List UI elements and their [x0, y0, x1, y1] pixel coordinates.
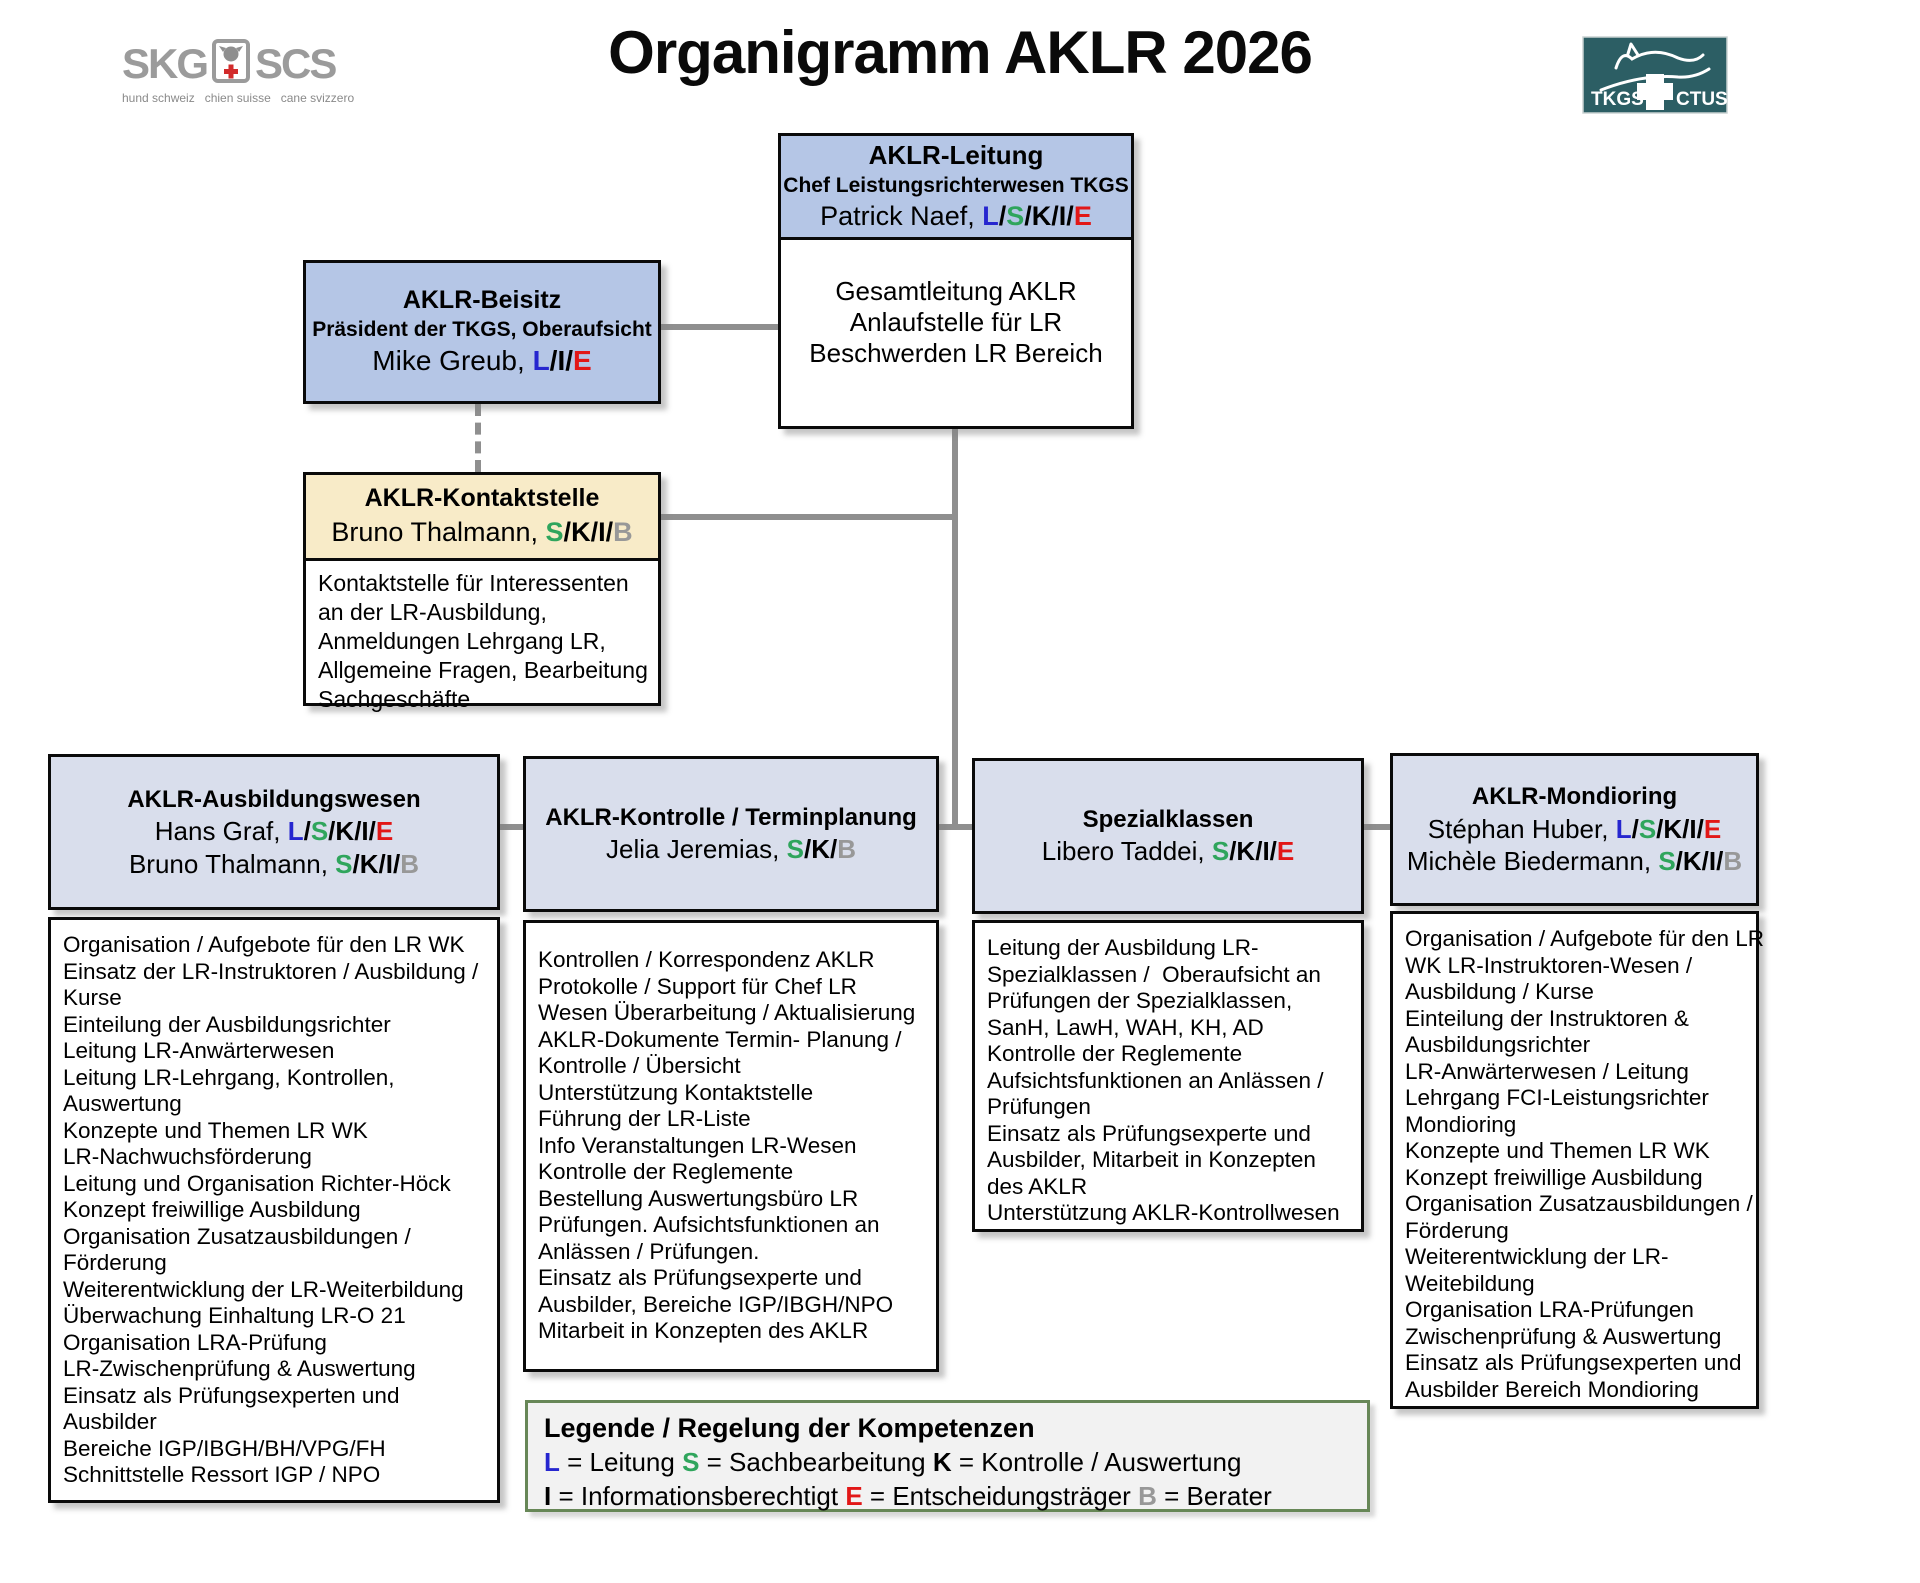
spezialklassen-person-line: Libero Taddei, S/K/I/E: [1041, 836, 1295, 867]
tkgs-logo-left-text: TKGS: [1591, 89, 1644, 110]
ausbildungswesen-title: AKLR-Ausbildungswesen: [127, 785, 421, 813]
connector-box1-box2: [499, 824, 524, 830]
connector-beisitz-kontaktstelle-dashed: [475, 404, 481, 472]
skg-logo-left-text: SKG: [122, 39, 209, 87]
beisitz-subtitle: Präsident der TKGS, Oberaufsicht: [312, 317, 652, 341]
leitung-person-line: Patrick Naef, L/S/K/I/E: [820, 200, 1092, 231]
skg-logo-tagline: hund schweiz chien suisse cane svizzero: [122, 91, 355, 105]
skg-logo-row: SKG SCS: [122, 38, 372, 89]
box-spezialklassen-body: Leitung der Ausbildung LR- Spezialklasse…: [972, 920, 1364, 1232]
legend-row-2: I = Informationsberechtigt E = Entscheid…: [544, 1481, 1272, 1511]
box-aklr-kontaktstelle: AKLR-Kontaktstelle Bruno Thalmann, S/K/I…: [303, 472, 661, 712]
spezialklassen-title: Spezialklassen: [1082, 806, 1254, 834]
ausbildungswesen-person-line: Hans Graf, L/S/K/I/E: [154, 816, 394, 847]
box-mondioring-body: Organisation / Aufgebote für den LR WK L…: [1390, 911, 1764, 1409]
leitung-title: AKLR-Leitung: [868, 140, 1044, 171]
skg-dog-icon: [211, 38, 251, 89]
box-aklr-leitung-header: AKLR-Leitung Chef Leistungsrichterwesen …: [781, 136, 1131, 240]
box-ausbildungswesen-body: Organisation / Aufgebote für den LR WK E…: [48, 917, 500, 1503]
box-aklr-kontaktstelle-body: Kontaktstelle für Interessenten an der L…: [318, 570, 648, 712]
page-title: Organigramm AKLR 2026: [608, 19, 1313, 86]
box-aklr-leitung-body: Gesamtleitung AKLR Anlaufstelle für LR B…: [809, 276, 1103, 368]
box-aklr-leitung: AKLR-Leitung Chef Leistungsrichterwesen …: [778, 133, 1134, 429]
connector-leitung-vertical: [952, 428, 958, 830]
kontaktstelle-title: AKLR-Kontaktstelle: [364, 484, 600, 513]
box-mondioring-header: AKLR-Mondioring Stéphan Huber, L/S/K/I/E…: [1390, 753, 1759, 906]
box-kontrolle-body: Kontrollen / Korrespondenz AKLR Protokol…: [523, 920, 939, 1372]
box-spezialklassen-header: Spezialklassen Libero Taddei, S/K/I/E: [972, 758, 1364, 914]
skg-logo-right-text: SCS: [255, 39, 337, 87]
mondioring-person-line: Stéphan Huber, L/S/K/I/E: [1427, 813, 1722, 844]
box-aklr-beisitz: AKLR-Beisitz Präsident der TKGS, Oberauf…: [303, 260, 661, 404]
kontrolle-title: AKLR-Kontrolle / Terminplanung: [545, 804, 917, 832]
mondioring-person-line: Michèle Biedermann, S/K/I/B: [1406, 846, 1743, 877]
leitung-subtitle: Chef Leistungsrichterwesen TKGS: [783, 173, 1129, 197]
box-ausbildungswesen-header: AKLR-Ausbildungswesen Hans Graf, L/S/K/I…: [48, 754, 500, 910]
box-kontrolle-header: AKLR-Kontrolle / Terminplanung Jelia Jer…: [523, 756, 939, 912]
legend-box: Legende / Regelung der Kompetenzen L = L…: [525, 1400, 1370, 1512]
kontrolle-person-line: Jelia Jeremias, S/K/B: [606, 834, 856, 865]
skg-logo: SKG SCS hund schweiz chien suisse cane s…: [122, 38, 372, 105]
legend-row-1: L = Leitung S = Sachbearbeitung K = Kont…: [544, 1447, 1242, 1477]
box-aklr-kontaktstelle-header: AKLR-Kontaktstelle Bruno Thalmann, S/K/I…: [306, 475, 658, 561]
connector-box3-box4: [1363, 824, 1391, 830]
connector-box2-box3: [938, 824, 973, 830]
legend-title: Legende / Regelung der Kompetenzen: [544, 1413, 1035, 1443]
kontaktstelle-person-line: Bruno Thalmann, S/K/I/B: [331, 516, 633, 547]
beisitz-person-line: Mike Greub, L/I/E: [372, 345, 592, 377]
beisitz-title: AKLR-Beisitz: [402, 285, 562, 314]
tkgs-logo: TKGS CTUS: [1582, 36, 1728, 114]
ausbildungswesen-person-line: Bruno Thalmann, S/K/I/B: [128, 848, 420, 879]
connector-kontaktstelle-horizontal: [661, 514, 958, 520]
tkgs-logo-right-text: CTUS: [1676, 89, 1728, 110]
connector-beisitz-leitung: [661, 324, 779, 330]
mondioring-title: AKLR-Mondioring: [1471, 783, 1678, 811]
